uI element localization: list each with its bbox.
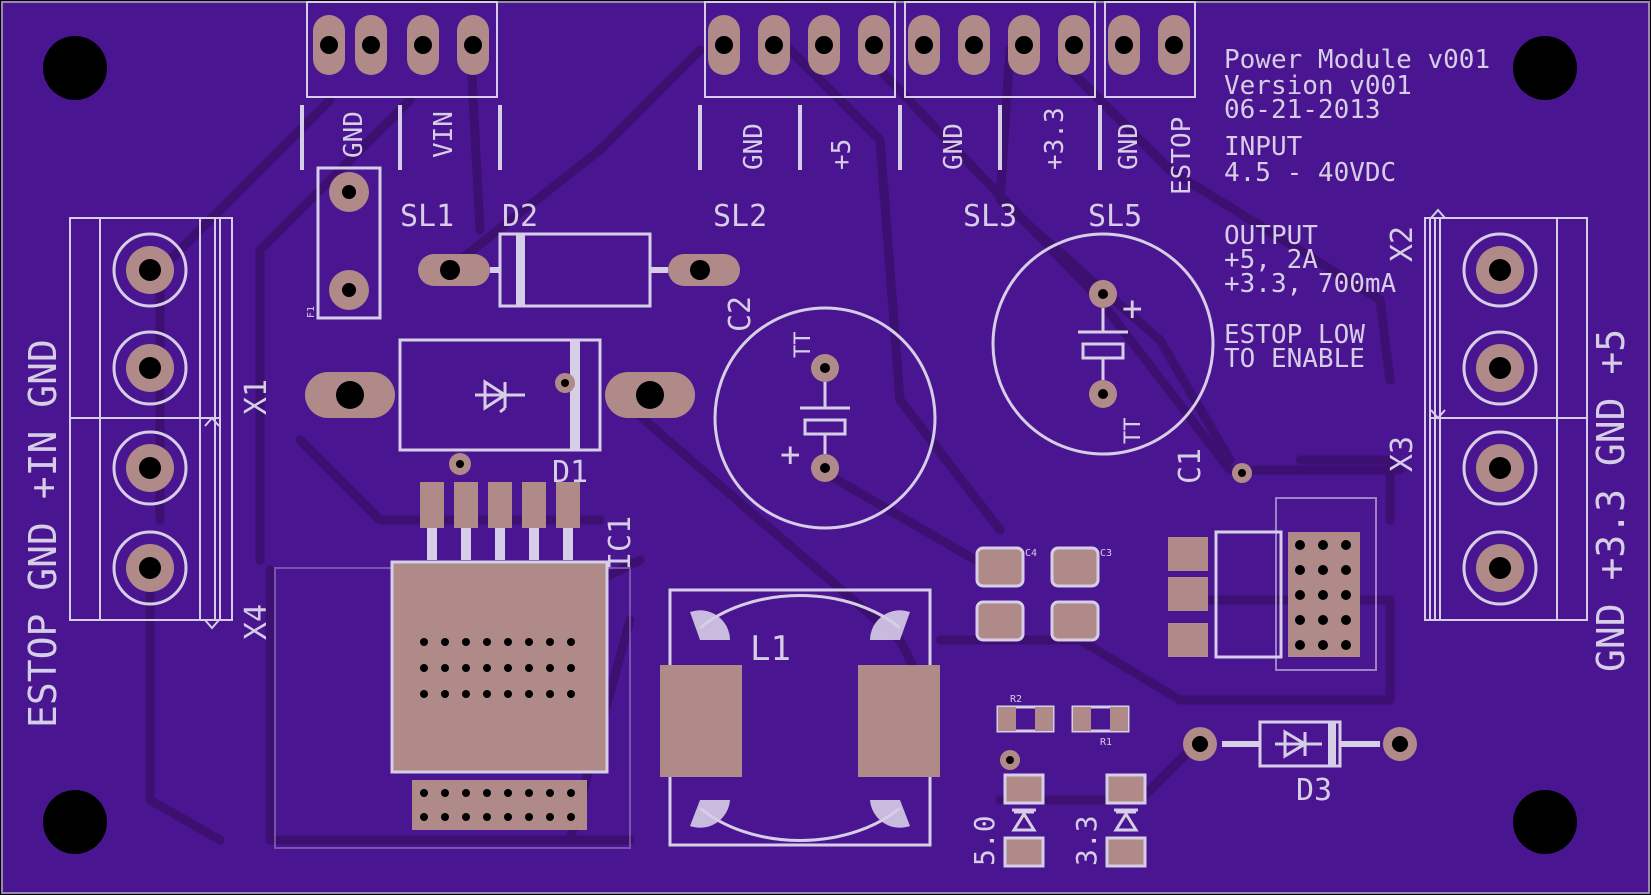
estop-note-1: ESTOP LOW	[1224, 320, 1365, 350]
mounting-holes	[43, 36, 1577, 854]
sl2-label: SL2	[713, 199, 767, 234]
d3-label: D3	[1296, 773, 1332, 808]
sl2-pin-5v: +5	[827, 139, 857, 170]
x3-label: X3	[1385, 436, 1420, 472]
c4-label: C4	[1025, 548, 1037, 559]
diode-d2[interactable]	[418, 232, 740, 308]
c1-tt: TT	[1121, 418, 1146, 445]
header-sl5[interactable]	[1098, 1, 1196, 170]
led-3v3[interactable]: 3.3	[1070, 773, 1147, 868]
led-5v-label: 5.0	[968, 815, 1001, 866]
input-range: 4.5 - 40VDC	[1224, 158, 1396, 188]
board-title-line-1: Power Module v001	[1224, 45, 1490, 75]
sl1-pin-gnd: GND	[339, 111, 369, 158]
c2-tt: TT	[791, 332, 816, 359]
r1-label: R1	[1100, 737, 1112, 748]
output-3v3: +3.3, 700mA	[1224, 269, 1397, 299]
left-terminal-label: ESTOP GND +IN GND	[21, 339, 65, 728]
terminal-block-left[interactable]	[69, 217, 233, 630]
capacitor-c4[interactable]: C4	[975, 546, 1037, 642]
regulator-3v3[interactable]	[1168, 463, 1377, 671]
led-3v3-label: 3.3	[1070, 815, 1103, 866]
ic1-label: IC1	[603, 516, 638, 570]
capacitor-c3[interactable]: C3	[1050, 546, 1112, 642]
f1-label: F1	[306, 306, 317, 318]
d2-label: D2	[502, 199, 538, 234]
estop-note-2: TO ENABLE	[1224, 344, 1365, 374]
c1-label: C1	[1173, 448, 1208, 484]
diode-d3[interactable]: D3	[1183, 720, 1417, 808]
c2-label: C2	[723, 296, 758, 332]
capacitor-c1[interactable]: + TT C1	[991, 232, 1215, 484]
c2-polarity: +	[780, 435, 800, 475]
sl3-pin-gnd: GND	[939, 123, 969, 170]
sl3-pin-3v3: +3.3	[1040, 107, 1070, 170]
sl5-pin-gnd: GND	[1114, 123, 1144, 170]
c3-label: C3	[1100, 548, 1112, 559]
l1-label: L1	[750, 629, 791, 669]
header-sl1[interactable]	[300, 1, 502, 170]
sl5-label: SL5	[1088, 199, 1142, 234]
r2-label: R2	[1010, 694, 1022, 705]
sl1-pin-vin: VIN	[429, 111, 459, 158]
right-terminal-label: GND +3.3 GND +5	[1589, 329, 1633, 672]
c1-polarity: +	[1122, 289, 1142, 329]
capacitor-c2[interactable]: + TT C2	[713, 296, 937, 530]
x2-label: X2	[1385, 226, 1420, 262]
board-title-line-3: 06-21-2013	[1224, 95, 1381, 125]
output-5v: +5, 2A	[1224, 245, 1318, 275]
board-title-line-2: Version v001	[1224, 71, 1412, 101]
header-sl3[interactable]	[898, 1, 1096, 170]
led-5v[interactable]: 5.0	[968, 750, 1045, 868]
x4-label: X4	[239, 604, 274, 640]
input-label: INPUT	[1224, 132, 1303, 162]
sl1-label: SL1	[400, 199, 454, 234]
sl2-pin-gnd: GND	[739, 123, 769, 170]
traces	[145, 35, 1405, 845]
fuse-f1[interactable]: F1	[306, 166, 382, 320]
diode-d1[interactable]: D1	[305, 338, 695, 490]
resistor-r1[interactable]: R1	[1071, 705, 1130, 748]
ic1-regulator[interactable]: IC1	[274, 482, 638, 849]
inductor-l1[interactable]: L1	[660, 588, 940, 847]
sl5-pin-estop: ESTOP	[1167, 117, 1197, 195]
x1-label: X1	[239, 379, 274, 415]
sl3-label: SL3	[963, 199, 1017, 234]
terminal-block-right[interactable]	[1424, 208, 1588, 621]
resistor-r2[interactable]: R2	[996, 694, 1055, 733]
output-label: OUTPUT	[1224, 221, 1318, 251]
header-sl2[interactable]	[698, 1, 896, 170]
